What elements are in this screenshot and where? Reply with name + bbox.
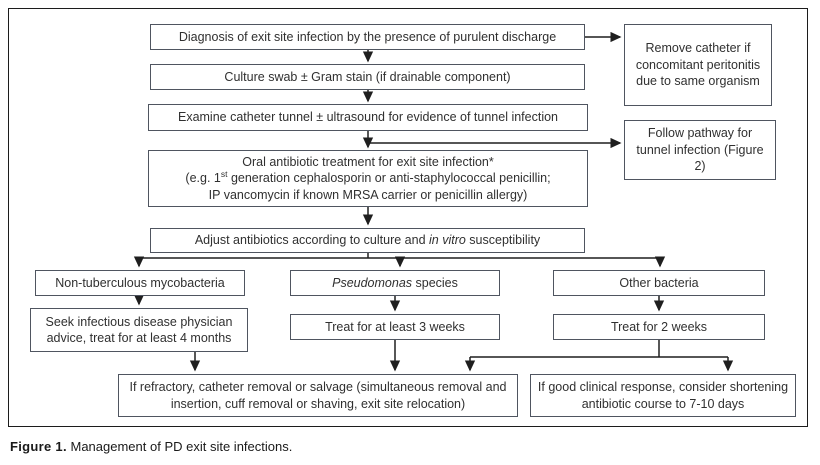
adjust-antibiotics-text: Adjust antibiotics according to culture … [194,233,541,248]
other-bacteria-text: Other bacteria [619,275,699,290]
oral-line2: (e.g. 1st generation cephalosporin or an… [185,169,551,186]
treat-2-weeks-box: Treat for 2 weeks [553,314,765,340]
seek-advice-text: Seek infectious disease physician advice… [45,314,233,346]
diagnosis-box: Diagnosis of exit site infection by the … [150,24,585,50]
treat-2-weeks-text: Treat for 2 weeks [610,319,708,334]
figure-caption-text: Management of PD exit site infections. [66,439,293,454]
superscript-st: st [220,169,228,180]
treat-3-weeks-box: Treat for at least 3 weeks [290,314,500,340]
treat-3-weeks-text: Treat for at least 3 weeks [325,319,465,334]
culture-swab-box: Culture swab ± Gram stain (if drainable … [150,64,585,90]
oral-line3: IP vancomycin if known MRSA carrier or p… [208,187,528,202]
other-bacteria-box: Other bacteria [553,270,765,296]
pseudomonas-text: Pseudomonas species [332,275,458,290]
remove-catheter-box: Remove catheter if concomitant peritonit… [624,24,772,106]
non-tuberculous-box: Non-tuberculous mycobacteria [35,270,245,296]
culture-swab-text: Culture swab ± Gram stain (if drainable … [224,69,511,84]
remove-catheter-text: Remove catheter if concomitant peritonit… [635,41,761,89]
seek-advice-box: Seek infectious disease physician advice… [30,308,248,352]
oral-antibiotic-box: Oral antibiotic treatment for exit site … [148,150,588,207]
adjust-antibiotics-box: Adjust antibiotics according to culture … [150,228,585,253]
examine-tunnel-box: Examine catheter tunnel ± ultrasound for… [148,104,588,131]
figure-caption-label: Figure 1. [10,439,67,454]
oral-line1: Oral antibiotic treatment for exit site … [242,154,494,169]
follow-pathway-text: Follow pathway for tunnel infection (Fig… [636,126,764,174]
non-tuberculous-text: Non-tuberculous mycobacteria [55,275,225,290]
figure-caption: Figure 1. Management of PD exit site inf… [10,439,292,454]
good-response-box: If good clinical response, consider shor… [530,374,796,417]
diagnosis-text: Diagnosis of exit site infection by the … [178,29,557,44]
follow-pathway-box: Follow pathway for tunnel infection (Fig… [624,120,776,180]
pseudomonas-box: Pseudomonas species [290,270,500,296]
refractory-box: If refractory, catheter removal or salva… [118,374,518,417]
good-response-text: If good clinical response, consider shor… [537,380,789,411]
refractory-text: If refractory, catheter removal or salva… [129,380,507,411]
examine-tunnel-text: Examine catheter tunnel ± ultrasound for… [177,110,558,125]
